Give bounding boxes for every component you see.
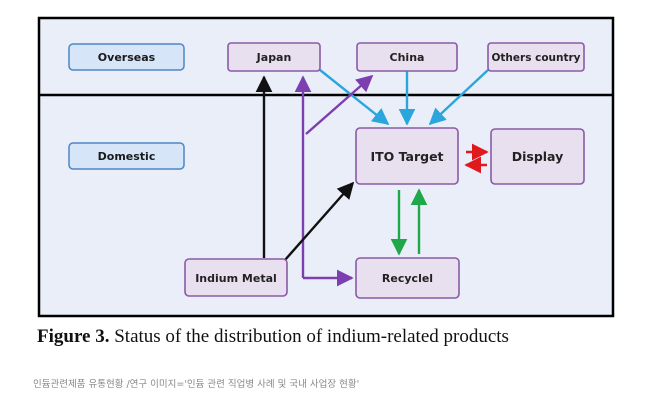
node-display: Display — [490, 128, 585, 185]
region-overseas-label: Overseas — [98, 51, 156, 64]
arrow-trunk-to-china — [305, 74, 374, 135]
node-japan: Japan — [227, 42, 321, 72]
figure-caption: Figure 3. Status of the distribution of … — [37, 326, 637, 348]
figure-caption-text: Status of the distribution of indium-rel… — [114, 326, 509, 347]
node-china-label: China — [390, 51, 425, 64]
node-indium-metal: Indium Metal — [184, 258, 288, 297]
node-china: China — [356, 42, 458, 72]
node-indium-metal-label: Indium Metal — [195, 272, 277, 285]
region-domestic-label: Domestic — [98, 150, 156, 163]
arrow-indium-to-ito — [284, 181, 355, 261]
region-domestic-box: Domestic — [68, 142, 185, 170]
node-ito-target-label: ITO Target — [370, 149, 443, 164]
figure-label: Figure 3. — [37, 326, 110, 347]
node-others-country-label: Others country — [491, 52, 580, 64]
node-japan-label: Japan — [256, 51, 292, 64]
node-display-label: Display — [512, 149, 564, 164]
arrow-japan-to-ito — [319, 69, 390, 126]
node-ito-target: ITO Target — [355, 127, 459, 185]
distribution-diagram: Overseas Domestic Japan China Others cou… — [37, 16, 615, 318]
node-recycle-label: Recyclel — [382, 272, 433, 285]
source-note: 인듐관련제품 유통현황 /연구 이미지='인듐 관련 직업병 사례 및 국내 사… — [33, 379, 360, 390]
node-recycle: Recyclel — [355, 257, 460, 299]
node-others-country: Others country — [487, 42, 585, 72]
region-overseas-box: Overseas — [68, 43, 185, 71]
arrow-others-to-ito — [428, 69, 489, 126]
